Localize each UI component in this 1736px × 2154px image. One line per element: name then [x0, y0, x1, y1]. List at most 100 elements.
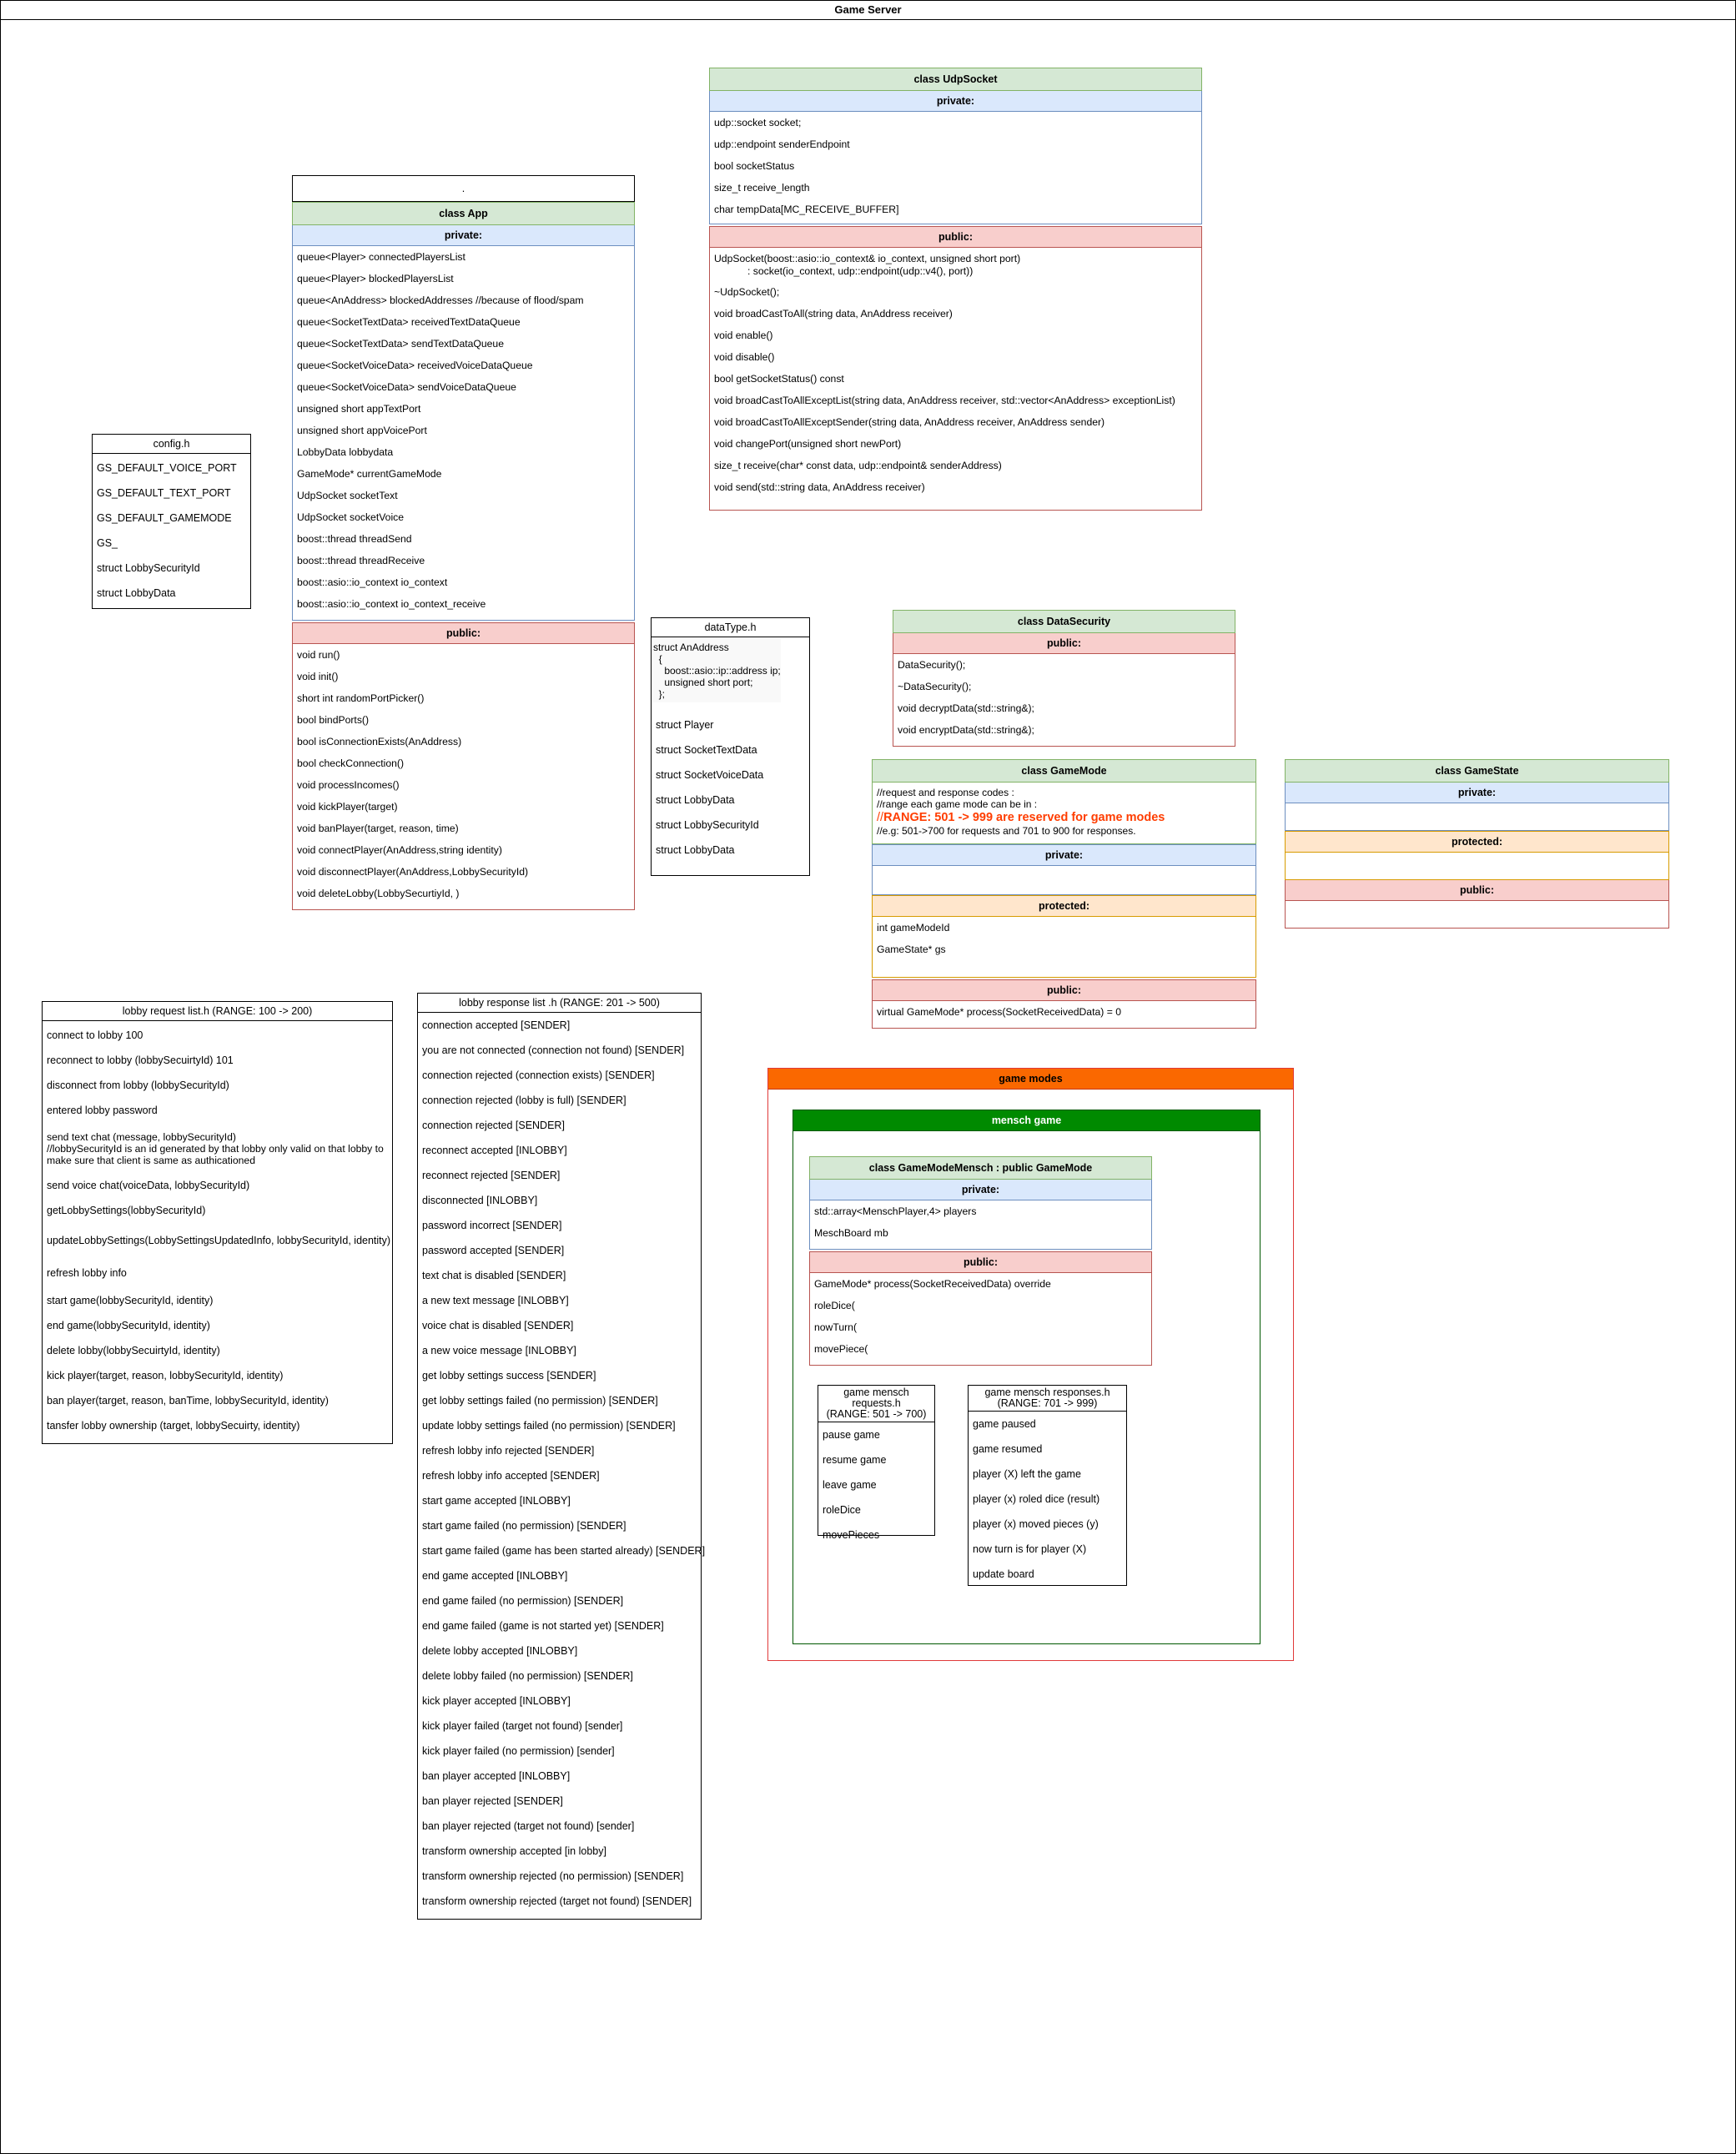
gamemode-note-line1: //request and response codes : — [877, 787, 1014, 798]
app-private-member: queue<SocketVoiceData> sendVoiceDataQueu… — [297, 381, 516, 393]
app-private-member: UdpSocket socketVoice — [297, 511, 405, 523]
lobby-response-entry: text chat is disabled [SENDER] — [422, 1270, 566, 1281]
send-text-chat-entry: send text chat (message, lobbySecurityId… — [43, 1123, 392, 1173]
class-udpsocket: class UdpSocket private: udp::socket soc… — [709, 68, 1202, 511]
config-entry: GS_ — [97, 537, 118, 549]
app-public-method: short int randomPortPicker() — [297, 692, 425, 704]
class-udpsocket-public-members: UdpSocket(boost::asio::io_context& io_co… — [709, 248, 1202, 511]
lobby-request-entry: refresh lobby info — [47, 1267, 127, 1279]
config-entry: GS_DEFAULT_VOICE_PORT — [97, 462, 237, 474]
class-datasecurity-public-members: DataSecurity();~DataSecurity();void decr… — [893, 654, 1235, 747]
game-mensch-requests-box: game mensch requests.h (RANGE: 501 -> 70… — [818, 1385, 935, 1541]
udpsocket-private-member: char tempData[MC_RECEIVE_BUFFER] — [714, 204, 899, 215]
lobby-request-entry: updateLobbySettings(LobbySettingsUpdated… — [47, 1235, 391, 1246]
game-mensch-responses-box: game mensch responses.h (RANGE: 701 -> 9… — [968, 1385, 1127, 1586]
class-gamemodemensch: class GameModeMensch : public GameMode p… — [809, 1156, 1152, 1366]
struct-anaddress-line: boost::asio::ip::address ip; — [653, 665, 781, 677]
udpsocket-public-method: void enable() — [714, 330, 773, 341]
lobby-response-entry: ban player rejected [SENDER] — [422, 1795, 563, 1807]
app-private-member: queue<SocketTextData> receivedTextDataQu… — [297, 316, 521, 328]
lobby-response-entry: refresh lobby info rejected [SENDER] — [422, 1445, 595, 1457]
app-private-member: UdpSocket socketText — [297, 490, 398, 501]
lobby-response-entry: you are not connected (connection not fo… — [422, 1044, 685, 1056]
class-datasecurity: class DataSecurity public: DataSecurity(… — [893, 610, 1235, 747]
app-public-method: void run() — [297, 649, 340, 661]
app-private-member: boost::thread threadSend — [297, 533, 412, 545]
app-public-method: void banPlayer(target, reason, time) — [297, 823, 459, 834]
class-udpsocket-public-label: public: — [709, 226, 1202, 248]
datasecurity-public-method: void decryptData(std::string&); — [898, 702, 1034, 714]
send-text-chat-line2: //lobbySecurityId is an id generated by … — [47, 1143, 384, 1155]
struct-anaddress-line: struct AnAddress — [653, 642, 729, 653]
class-app-public-members: void run() void init() short int randomPor… — [292, 644, 635, 910]
gamemode-range-highlight: RANGE: 501 -> 999 are reserved for game … — [883, 811, 1165, 824]
mensch-request-entry: leave game — [823, 1479, 877, 1491]
gamemode-public-method: virtual GameMode* process(SocketReceived… — [877, 1006, 1121, 1018]
lobby-response-entry: refresh lobby info accepted [SENDER] — [422, 1470, 600, 1482]
lobby-response-entry: transform ownership rejected (no permiss… — [422, 1870, 684, 1882]
class-datasecurity-title: class DataSecurity — [893, 610, 1235, 633]
lobby-response-entry: transform ownership accepted [in lobby] — [422, 1845, 606, 1857]
app-public-method: void processIncomes() — [297, 779, 400, 791]
config-entry: GS_DEFAULT_GAMEMODE — [97, 512, 232, 524]
class-gamestate-public-label: public: — [1285, 880, 1669, 901]
datatype-entry: struct Player — [656, 719, 714, 731]
lobby-response-entry: start game failed (game has been started… — [422, 1545, 706, 1557]
mensch-request-entry: pause game — [823, 1429, 880, 1441]
mensch-response-entry: player (X) left the game — [973, 1468, 1081, 1480]
game-mensch-responses-rows: game paused game resumed player (X) left t… — [969, 1412, 1126, 1587]
udpsocket-ctor-line2: : socket(io_context, udp::endpoint(udp::… — [747, 265, 974, 277]
lobby-response-entry: update lobby settings failed (no permiss… — [422, 1420, 676, 1432]
game-mensch-requests-title-line2: (RANGE: 501 -> 700) — [826, 1408, 927, 1420]
app-public-method: void deleteLobby(LobbySecurtiyId, ) — [297, 888, 460, 899]
lobby-response-entry: get lobby settings failed (no permission… — [422, 1395, 658, 1407]
gamemodemensch-public-method: movePiece( — [814, 1343, 868, 1355]
lobby-response-entry: disconnected [INLOBBY] — [422, 1195, 538, 1206]
game-mensch-requests-title: game mensch requests.h (RANGE: 501 -> 70… — [818, 1386, 934, 1422]
mensch-response-entry: game paused — [973, 1418, 1036, 1430]
class-gamemode: class GameMode //request and response co… — [872, 759, 1256, 1029]
udpsocket-public-method: void broadCastToAll(string data, AnAddre… — [714, 308, 953, 320]
lobby-response-entry: reconnect rejected [SENDER] — [422, 1170, 561, 1181]
udpsocket-ctor-line1: UdpSocket(boost::asio::io_context& io_co… — [714, 253, 1021, 264]
lobby-request-entry: ban player(target, reason, banTime, lobb… — [47, 1395, 329, 1407]
class-gamemode-note: //request and response codes : //range e… — [872, 783, 1256, 844]
lobby-response-entry: ban player accepted [INLOBBY] — [422, 1770, 571, 1782]
datatype-h-box: dataType.h struct AnAddress { boost::asi… — [651, 617, 810, 876]
mensch-response-entry: game resumed — [973, 1443, 1043, 1455]
app-private-member: boost::asio::io_context io_context — [297, 576, 448, 588]
game-modes-group: game modes — [767, 1068, 1294, 1661]
lobby-response-entry: start game accepted [INLOBBY] — [422, 1495, 571, 1507]
lobby-response-entry: connection rejected (connection exists) … — [422, 1069, 655, 1081]
class-gamemode-public-members: virtual GameMode* process(SocketReceived… — [872, 1001, 1256, 1029]
lobby-response-entry: a new voice message [INLOBBY] — [422, 1345, 576, 1356]
class-gamemode-protected-label: protected: — [872, 895, 1256, 917]
lobby-response-entry: kick player failed (target not found) [s… — [422, 1720, 623, 1732]
lobby-request-entry: end game(lobbySecurityId, identity) — [47, 1320, 210, 1331]
mensch-response-entry: player (x) moved pieces (y) — [973, 1518, 1099, 1530]
class-udpsocket-title: class UdpSocket — [709, 68, 1202, 91]
class-app-title: class App — [292, 202, 635, 225]
game-mensch-requests-title-line1: game mensch requests.h — [843, 1387, 909, 1409]
game-mensch-responses-title-line1: game mensch responses.h — [984, 1387, 1110, 1398]
lobby-response-entry: password incorrect [SENDER] — [422, 1220, 562, 1231]
gamemode-note-line2: //range each game mode can be in : — [877, 798, 1038, 810]
lobby-response-entry: connection accepted [SENDER] — [422, 1019, 571, 1031]
mensch-response-entry: now turn is for player (X) — [973, 1543, 1087, 1555]
class-udpsocket-private-members: udp::socket socket;udp::endpoint senderE… — [709, 112, 1202, 224]
udpsocket-public-method: size_t receive(char* const data, udp::en… — [714, 460, 1002, 471]
class-gamemodemensch-public-label: public: — [809, 1251, 1152, 1273]
udpsocket-private-member: size_t receive_length — [714, 182, 810, 194]
config-entry: struct LobbyData — [97, 587, 176, 599]
datatype-entry: struct LobbyData — [656, 844, 735, 856]
lobby-response-entry: connection rejected (lobby is full) [SEN… — [422, 1095, 626, 1106]
lobby-response-entry: password accepted [SENDER] — [422, 1245, 565, 1256]
datasecurity-public-method: DataSecurity(); — [898, 659, 966, 671]
lobby-response-entry: a new text message [INLOBBY] — [422, 1295, 569, 1306]
lobby-response-rows: connection accepted [SENDER] you are not … — [418, 1013, 706, 1914]
app-public-method: void init() — [297, 671, 339, 682]
app-private-member: boost::thread threadReceive — [297, 555, 425, 566]
app-private-member: queue<AnAddress> blockedAddresses //beca… — [297, 294, 584, 306]
